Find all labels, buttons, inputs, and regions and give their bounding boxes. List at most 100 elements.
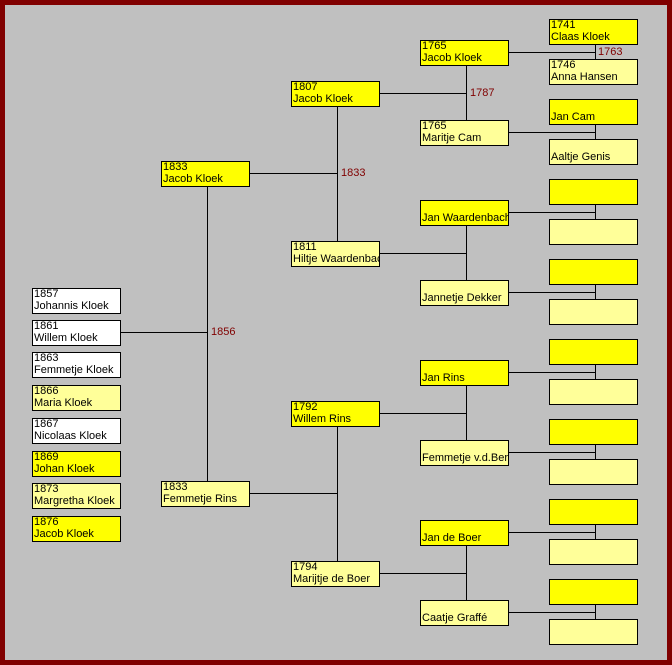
connector-line: [379, 253, 466, 254]
person-box[interactable]: [549, 379, 638, 405]
marriage-year: 1787: [470, 87, 495, 99]
connector-line: [508, 452, 595, 453]
connector-line: [379, 573, 466, 574]
birth-year: [551, 500, 637, 512]
birth-year: 1741: [551, 19, 576, 31]
person-box[interactable]: [549, 419, 638, 445]
person-box[interactable]: [549, 499, 638, 525]
birth-year: [551, 300, 637, 312]
person-name: Jan Rins: [422, 372, 465, 384]
person-box[interactable]: Caatje Graffé: [420, 600, 509, 626]
person-box[interactable]: [549, 219, 638, 245]
connector-line: [119, 332, 207, 333]
person-name: Caatje Graffé: [422, 612, 488, 624]
person-name: Hiltje Waardenbach: [293, 253, 380, 265]
person-name: Jacob Kloek: [293, 93, 353, 105]
person-box[interactable]: Jan Cam: [549, 99, 638, 125]
person-box[interactable]: Jan de Boer: [420, 520, 509, 546]
birth-year: 1746: [551, 59, 576, 71]
birth-year: 1873: [34, 483, 59, 495]
person-box[interactable]: [549, 259, 638, 285]
birth-year: 1863: [34, 352, 59, 364]
birth-year: 1866: [34, 385, 59, 397]
connector-line: [508, 52, 595, 53]
connector-line: [508, 292, 595, 293]
connector-line: [466, 65, 467, 120]
person-name: Jacob Kloek: [422, 52, 482, 64]
connector-line: [508, 212, 595, 213]
person-name: [551, 312, 637, 324]
connector-line: [379, 413, 466, 414]
person-name: [551, 272, 637, 284]
person-box[interactable]: [549, 299, 638, 325]
birth-year: [551, 260, 637, 272]
birth-year: 1861: [34, 320, 59, 332]
person-name: [551, 232, 637, 244]
person-box[interactable]: Femmetje v.d.Berg: [420, 440, 509, 466]
person-name: [551, 632, 637, 644]
connector-line: [508, 132, 595, 133]
birth-year: [551, 460, 637, 472]
connector-line: [337, 426, 338, 561]
person-name: Anna Hansen: [551, 71, 618, 83]
birth-year: 1765: [422, 40, 447, 52]
connector-line: [337, 106, 338, 241]
person-name: Johannis Kloek: [34, 300, 109, 312]
person-name: Willem Kloek: [34, 332, 98, 344]
birth-year: [551, 340, 637, 352]
person-name: Jan Cam: [551, 111, 596, 123]
marriage-year: 1856: [211, 326, 236, 338]
person-box[interactable]: [549, 339, 638, 365]
connector-line: [595, 124, 596, 139]
person-box[interactable]: [549, 579, 638, 605]
birth-year: 1876: [34, 516, 59, 528]
connector-line: [249, 493, 337, 494]
person-name: Jannetje Dekker: [422, 292, 502, 304]
person-name: Femmetje Kloek: [34, 364, 114, 376]
connector-line: [466, 225, 467, 280]
person-box[interactable]: [549, 459, 638, 485]
person-name: [551, 352, 637, 364]
person-box[interactable]: [549, 539, 638, 565]
person-name: Marijtje de Boer: [293, 573, 371, 585]
birth-year: 1794: [293, 561, 318, 573]
connector-line: [595, 604, 596, 619]
person-name: Jan de Boer: [422, 532, 482, 544]
person-name: Jacob Kloek: [34, 528, 94, 540]
person-name: [551, 472, 637, 484]
birth-year: [551, 620, 637, 632]
person-name: Jan Waardenbach: [422, 212, 509, 224]
person-box[interactable]: Aaltje Genis: [549, 139, 638, 165]
person-name: Maria Kloek: [34, 397, 93, 409]
person-name: Maritje Cam: [422, 132, 482, 144]
birth-year: 1869: [34, 451, 59, 463]
birth-year: 1833: [163, 161, 188, 173]
person-box[interactable]: Jan Rins: [420, 360, 509, 386]
person-name: Femmetje Rins: [163, 493, 237, 505]
person-box[interactable]: Jan Waardenbach: [420, 200, 509, 226]
person-box[interactable]: Jannetje Dekker: [420, 280, 509, 306]
person-box[interactable]: [549, 619, 638, 645]
person-box[interactable]: [549, 179, 638, 205]
connector-line: [595, 204, 596, 219]
connector-line: [508, 532, 595, 533]
